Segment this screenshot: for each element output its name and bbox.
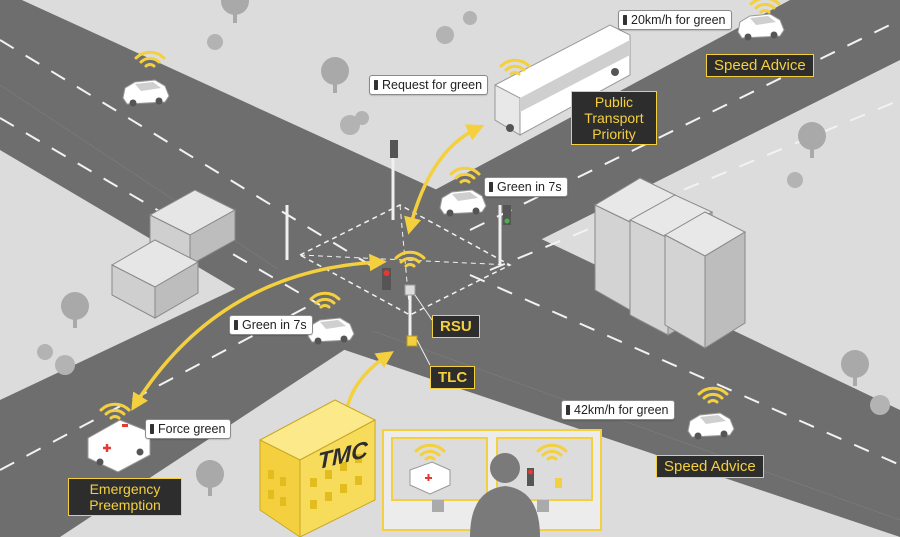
badge-speed-advice-bottom: Speed Advice — [656, 455, 764, 478]
callout-green-7s-left: Green in 7s — [229, 315, 313, 335]
person-icon — [470, 453, 540, 537]
callout-speed-42: 42km/h for green — [561, 400, 675, 420]
callout-green-7s-top: Green in 7s — [484, 177, 568, 197]
badge-rsu: RSU — [432, 315, 480, 338]
callout-speed-20: 20km/h for green — [618, 10, 732, 30]
traffic-light-icon — [489, 182, 493, 192]
traffic-light-icon — [623, 15, 627, 25]
badge-emergency-preemption: Emergency Preemption — [68, 478, 182, 516]
traffic-light-icon — [566, 405, 570, 415]
control-room-panel — [382, 429, 602, 537]
badge-speed-advice-top: Speed Advice — [706, 54, 814, 77]
bus-icon — [494, 24, 631, 136]
traffic-light-icon — [234, 320, 238, 330]
tlc-box — [406, 335, 418, 347]
traffic-light-icon — [150, 424, 154, 434]
callout-request-green: Request for green — [369, 75, 489, 95]
ambulance-icon — [87, 419, 151, 473]
office-building-icon — [593, 177, 747, 349]
traffic-light-icon — [374, 80, 378, 90]
tmc-building-icon — [258, 399, 377, 537]
traffic-light-icon — [390, 140, 398, 158]
badge-public-transport: Public Transport Priority — [571, 91, 657, 145]
callout-force-green: Force green — [145, 419, 232, 439]
tree-icon — [37, 0, 890, 496]
badge-tlc: TLC — [430, 366, 476, 389]
